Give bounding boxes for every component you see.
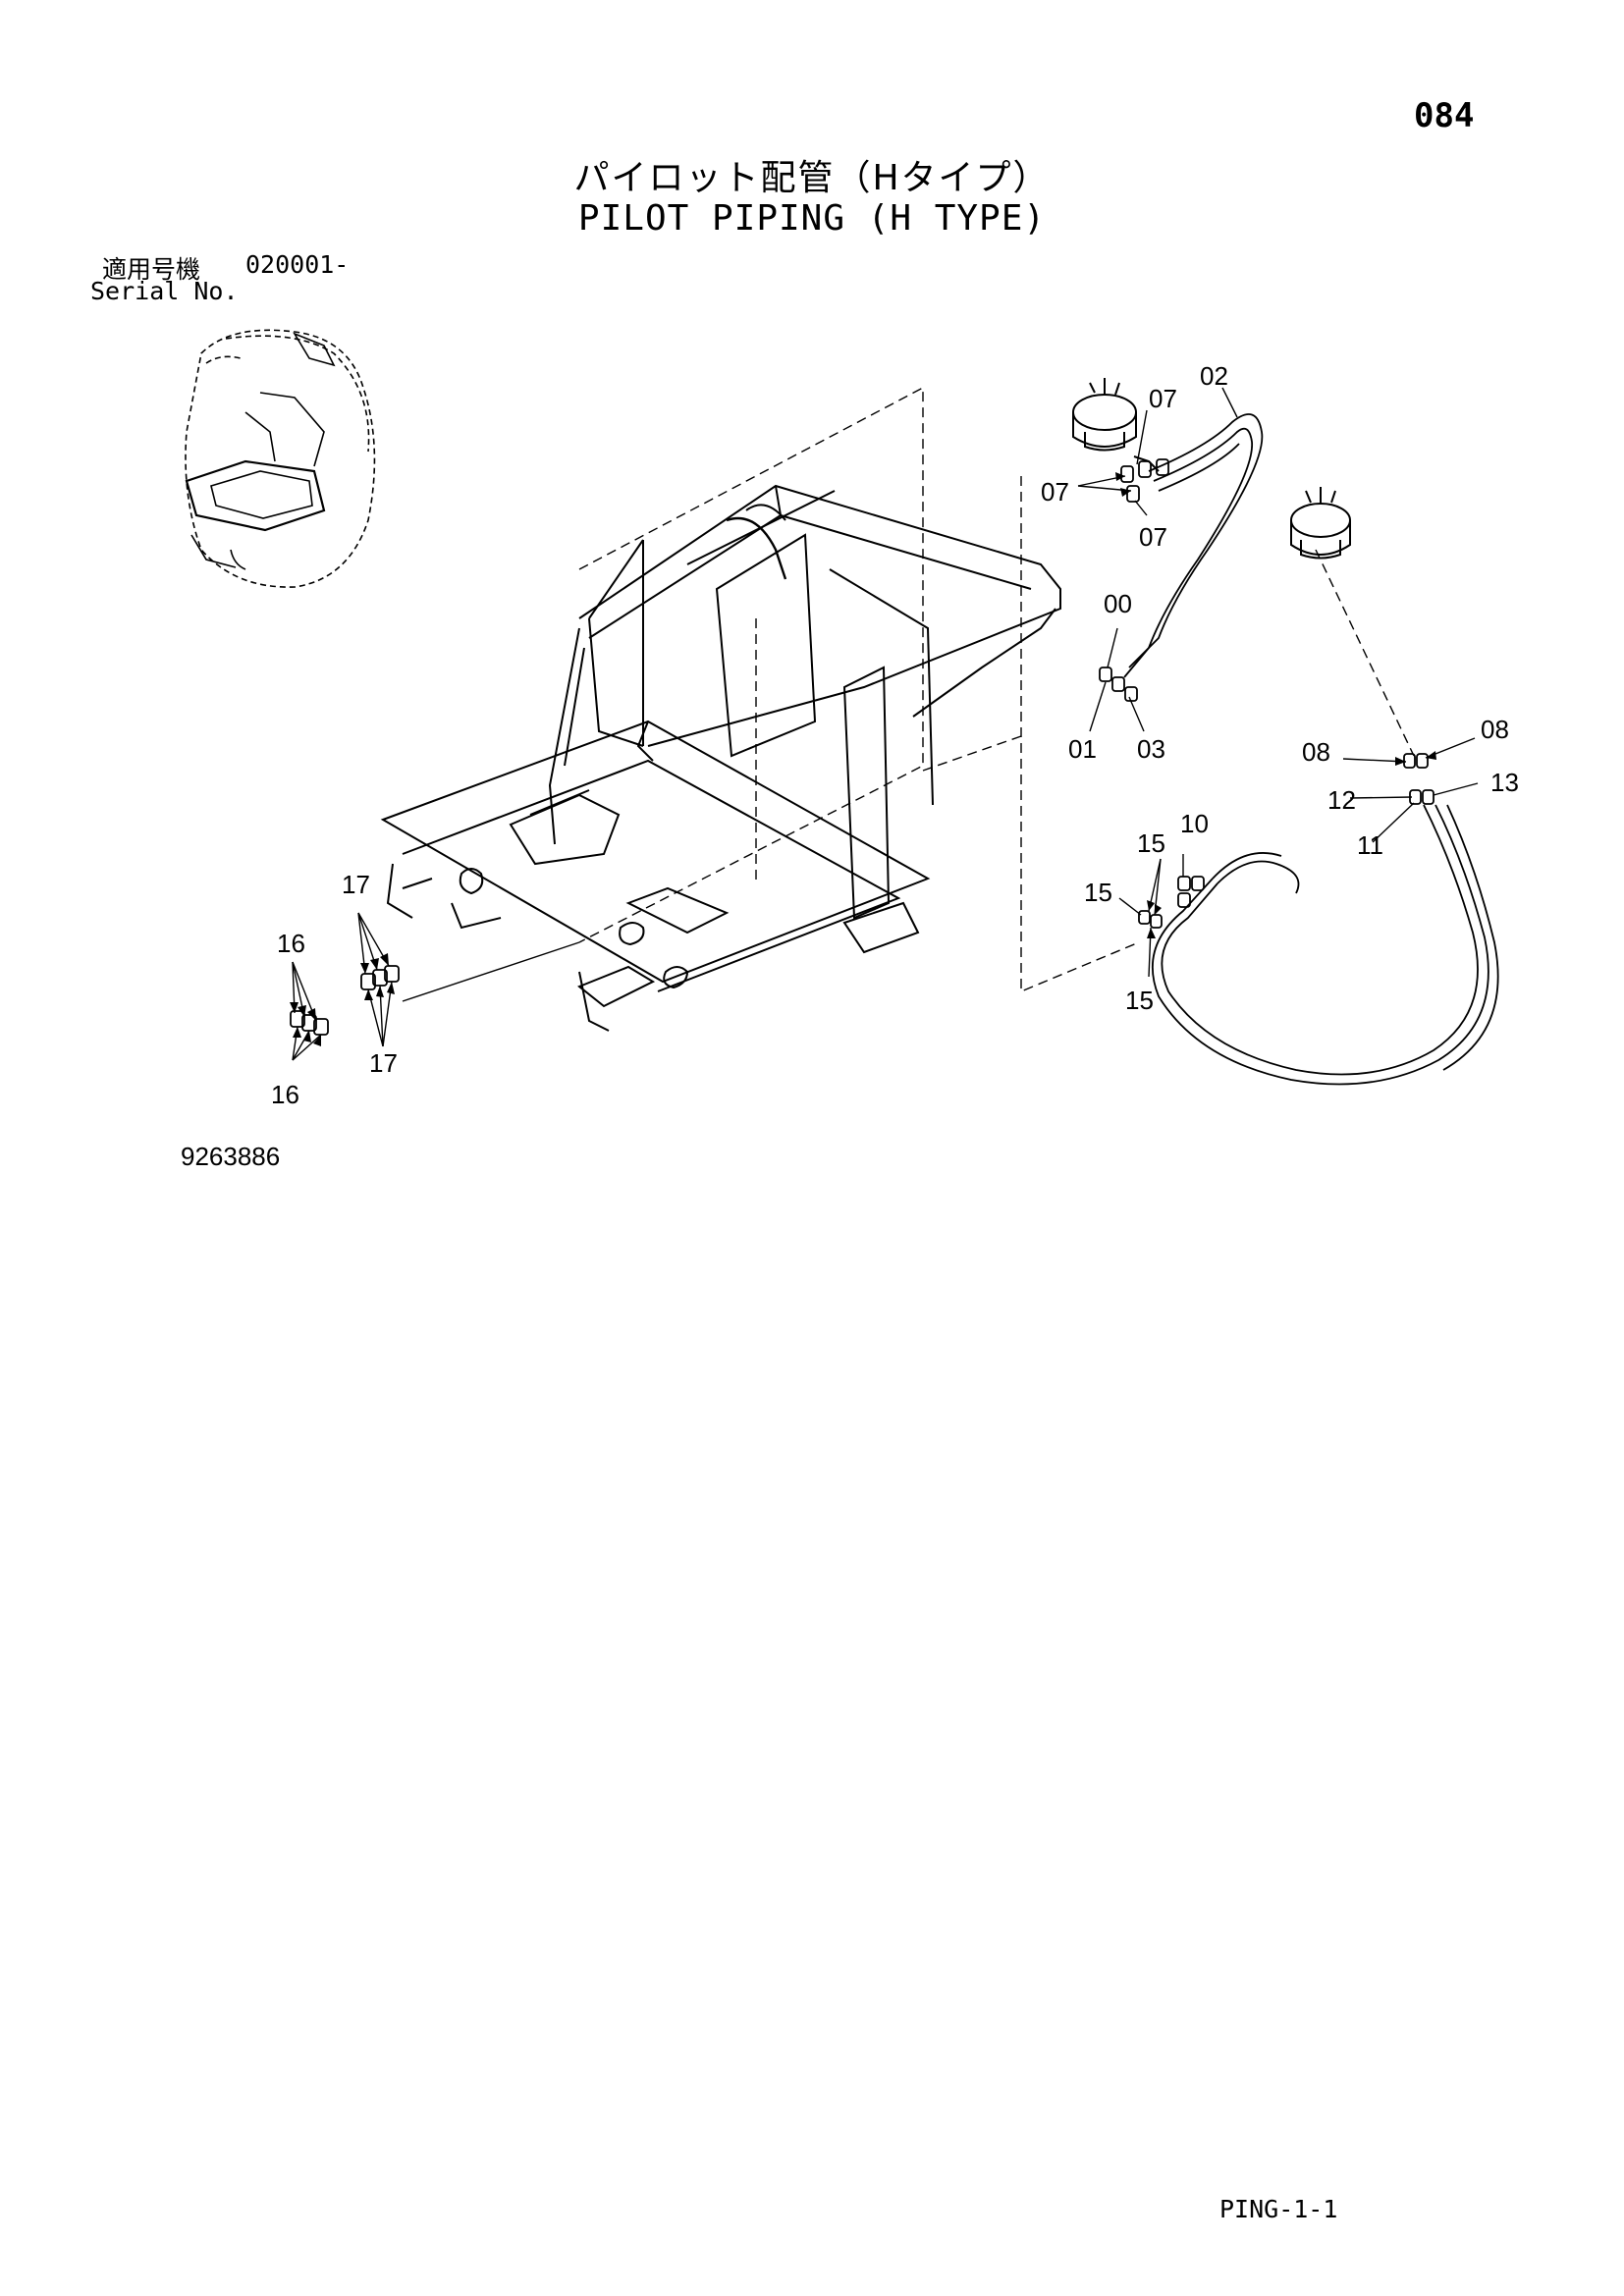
callout-17-bottom: 17 xyxy=(369,1048,398,1078)
callout-17-top: 17 xyxy=(342,870,370,899)
callout-07-left: 07 xyxy=(1041,477,1069,507)
callout-15-bottom: 15 xyxy=(1125,986,1154,1015)
callout-02: 02 xyxy=(1200,361,1228,391)
hose-02 xyxy=(1123,413,1264,678)
callout-13: 13 xyxy=(1490,768,1519,797)
serial-label-japanese: 適用号機 xyxy=(102,255,201,284)
pilot-valve-right xyxy=(1290,487,1351,560)
serial-number-value: 020001- xyxy=(245,250,350,279)
callout-16-bottom: 16 xyxy=(271,1080,299,1109)
fittings-07 xyxy=(1120,458,1169,503)
fittings-08-13 xyxy=(1403,753,1435,805)
callout-10: 10 xyxy=(1180,809,1209,838)
callout-15-top: 15 xyxy=(1137,828,1165,858)
callout-07-top: 07 xyxy=(1149,384,1177,413)
reference-lines xyxy=(402,386,1415,1002)
hose-loop-right xyxy=(1152,804,1499,1086)
callout-07-bottom: 07 xyxy=(1139,522,1167,552)
callout-08-right: 08 xyxy=(1481,715,1509,744)
drawing-number: 9263886 xyxy=(181,1142,281,1171)
callout-03: 03 xyxy=(1137,734,1165,764)
callout-01: 01 xyxy=(1068,734,1097,764)
title-english: PILOT PIPING (H TYPE) xyxy=(577,198,1047,239)
title-japanese: パイロット配管（Hタイプ） xyxy=(573,158,1051,198)
callout-00: 00 xyxy=(1104,589,1132,618)
callout-11: 11 xyxy=(1357,830,1383,860)
location-thumbnail xyxy=(185,329,376,588)
fittings-10-15 xyxy=(1138,876,1205,929)
cab-frame xyxy=(380,484,1061,1032)
pilot-valve-upper xyxy=(1072,378,1160,472)
page-number: 084 xyxy=(1414,96,1475,135)
leader-arrowheads xyxy=(290,472,1436,1046)
callout-08-left: 08 xyxy=(1302,737,1330,767)
callout-15-left: 15 xyxy=(1084,878,1112,907)
callout-16-top: 16 xyxy=(277,929,305,958)
callout-12: 12 xyxy=(1327,785,1356,815)
footer-page-code: PING-1-1 xyxy=(1219,2195,1338,2223)
serial-label-english: Serial No. xyxy=(90,277,239,305)
